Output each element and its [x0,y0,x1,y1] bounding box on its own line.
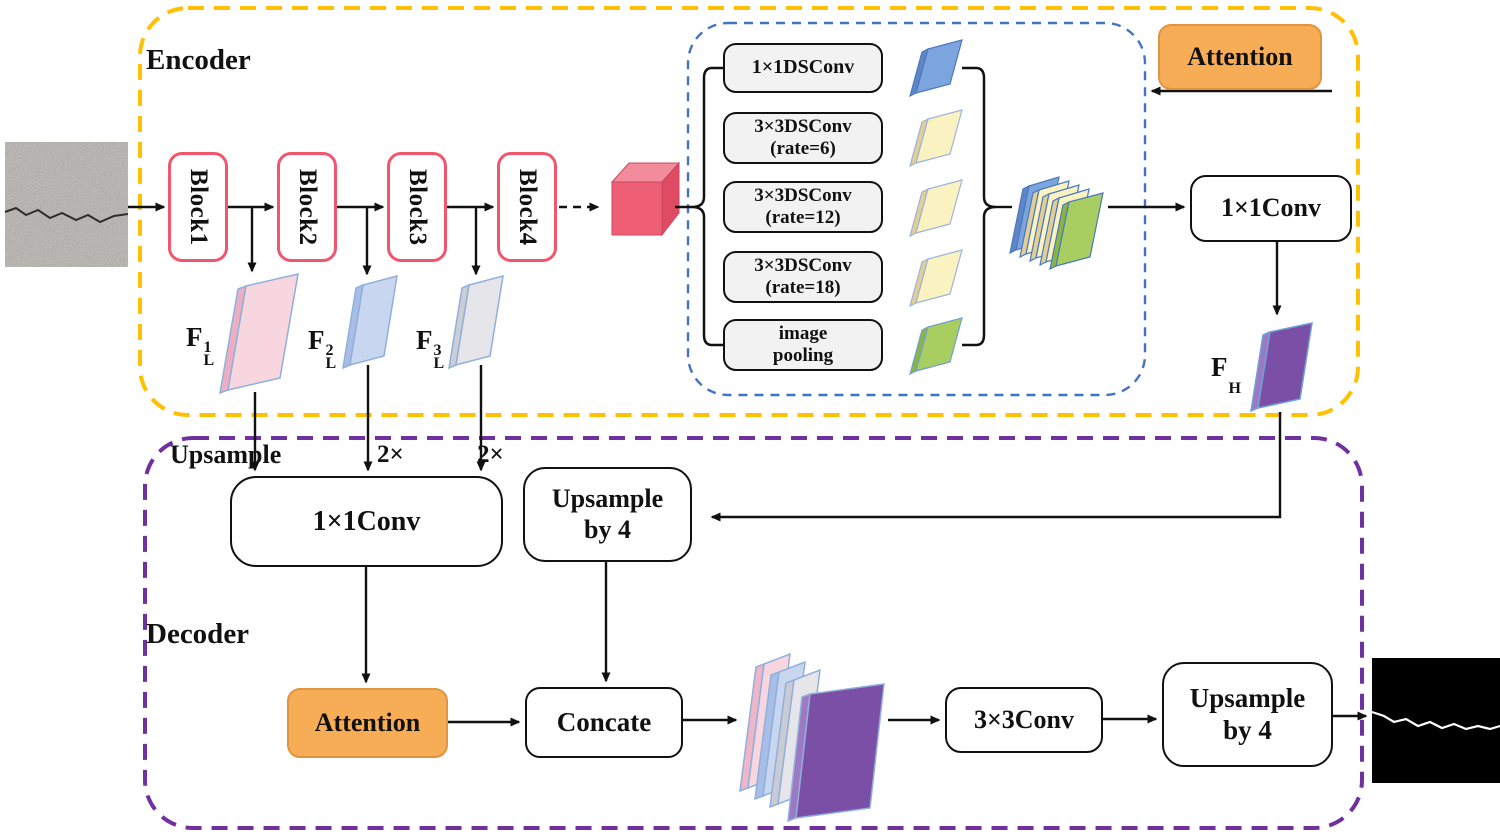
f-sup: 2 [325,342,334,359]
aspp-region-border [686,21,1147,397]
f-base: F [416,325,433,355]
decoder-conv3x3-box: 3×3Conv [945,687,1103,753]
aspp-map-pooling [909,317,963,376]
arrows [128,86,1368,727]
feature-map-low1 [219,273,299,395]
f-sub: L [433,355,445,372]
aspp-map-1x1 [909,39,963,98]
output-crack-mask [1371,658,1500,783]
aspp-branch-rate12: 3×3DSConv (rate=12) [723,181,883,233]
input-crack-image [4,142,129,267]
scale-note-2x-1: 2× [377,441,404,468]
aspp-right-brace [962,66,997,347]
aspp-branch-sublabel: (rate=6) [770,138,836,159]
aspp-branch-label: 1×1DSConv [751,56,855,79]
f-sup: 3 [433,342,442,359]
feature-map-low2 [342,274,398,370]
decoder-region-border [143,436,1364,830]
upsample4-line2: by 4 [584,514,631,544]
aspp-branch-sublabel: pooling [772,345,834,366]
aspp-branch-label: 3×3DSConv [754,115,852,137]
decoder-attention-box: Attention [287,688,448,758]
f-base: F [1211,352,1228,382]
aspp-branch-pooling: image pooling [723,319,883,371]
aspp-branch-1x1dsconv: 1×1DSConv [723,43,883,93]
upsample4-line2: by 4 [1223,714,1272,745]
aspp-map-rate18 [909,249,963,308]
f-sup: 1 [203,339,212,356]
arrow-fh-to-upsample4 [710,412,1282,522]
bottleneck-feature-cube [610,161,681,237]
decoder-upsample4-mid-box: Upsample by 4 [523,467,692,562]
f-sub: L [325,355,337,372]
decoder-label: Decoder [146,618,250,650]
decoder-concate-box: Concate [525,687,683,758]
block1-box: Block1 [168,152,228,262]
aspp-branch-label: 3×3DSConv [754,254,852,276]
aspp-branch-sublabel: (rate=12) [765,207,841,228]
block2-box: Block2 [277,152,337,262]
aspp-map-rate6 [909,109,963,168]
aspp-branch-label: image [778,322,828,344]
f-sub: H [1228,380,1241,397]
encoder-conv1x1-box: 1×1Conv [1190,175,1352,242]
upsample4-line1: Upsample [551,483,664,513]
f-base: F [308,325,325,355]
aspp-map-rate12 [909,179,963,238]
encoder-region-border [138,6,1360,417]
block3-box: Block3 [387,152,447,262]
upsample4-line1: Upsample [1189,682,1306,713]
upsample-note: Upsample [170,440,282,469]
aspp-branch-rate18: 3×3DSConv (rate=18) [723,251,883,303]
decoder-upsample4-out-box: Upsample by 4 [1162,662,1333,767]
aspp-branch-rate6: 3×3DSConv (rate=6) [723,112,883,164]
f-sub: L [203,352,215,369]
f-base: F [186,322,203,352]
aspp-branch-sublabel: (rate=18) [765,277,841,298]
aspp-branch-label: 3×3DSConv [754,184,852,206]
feature-map-high [1250,322,1313,413]
block4-box: Block4 [497,152,557,262]
decoder-conv1x1-box: 1×1Conv [230,476,503,567]
encoder-attention-box: Attention [1158,24,1322,90]
scale-note-2x-2: 2× [477,441,504,468]
decoder-concat-stack [739,652,885,823]
feature-map-low3 [448,274,504,370]
encoder-label: Encoder [146,44,251,76]
aspp-concat-stack [1009,176,1104,271]
